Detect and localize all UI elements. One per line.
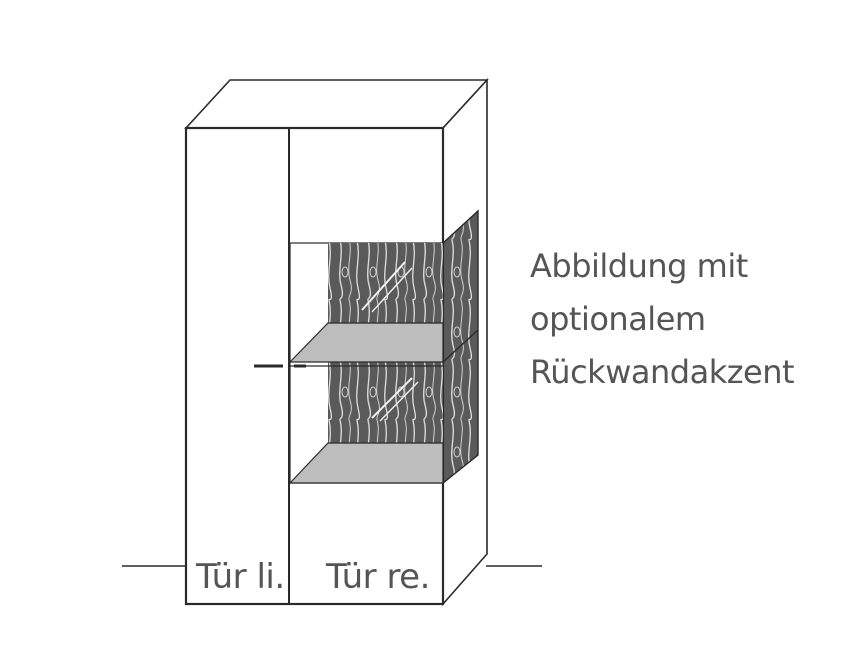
glass-shelf-upper [288, 322, 444, 363]
caption-line-3: Rückwandakzent [530, 353, 795, 391]
glass-reflection [361, 261, 406, 311]
caption: Abbildung mit optionalem Rückwandakzent [530, 240, 795, 399]
glass-reflection [371, 267, 413, 313]
caption-line-2: optionalem [530, 300, 706, 338]
cabinet-top [184, 79, 489, 129]
glass-reflection [371, 377, 413, 419]
side-shelf-line [442, 329, 479, 363]
caption-line-1: Abbildung mit [530, 247, 748, 285]
door-left-label: Tür li. [195, 557, 285, 597]
side-accent-panel [442, 209, 479, 485]
glass-shelf-lower [288, 442, 444, 484]
glass-reflection [379, 381, 419, 422]
door-right-label: Tür re. [325, 557, 430, 597]
